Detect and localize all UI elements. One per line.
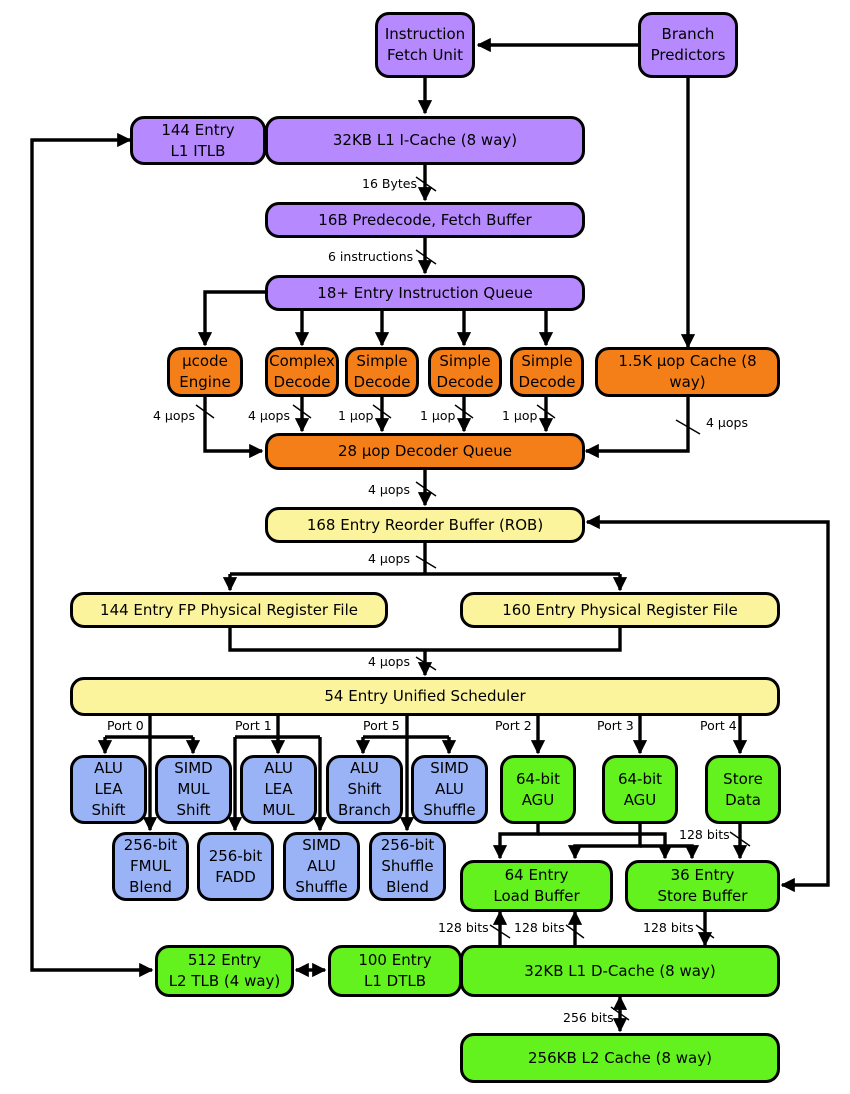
port1-fadd-unit: 256-bit FADD	[197, 832, 274, 901]
wire-uopcache-to-decq	[584, 397, 690, 459]
predecode-fetch-buffer: 16B Predecode, Fetch Buffer	[265, 202, 585, 238]
l1-dtlb: 100 Entry L1 DTLB	[328, 945, 462, 997]
l2-cache: 256KB L2 Cache (8 way)	[460, 1033, 780, 1083]
fp-register-file: 144 Entry FP Physical Register File	[70, 592, 388, 628]
int-register-file: 160 Entry Physical Register File	[460, 592, 780, 628]
bus-label-store-128: 128 bits	[643, 920, 694, 935]
port-0-label: Port 0	[107, 718, 144, 733]
wire-agu2-to-buffers	[567, 824, 642, 860]
bus-label-load-128-a: 128 bits	[438, 920, 489, 935]
wire-itlb-to-l2tlb	[30, 132, 154, 978]
ucode-engine: µcode Engine	[167, 347, 243, 397]
wire-agu1-to-buffers	[492, 824, 540, 860]
bus-label-rob-uops: 4 µops	[368, 551, 410, 566]
agu-port3: 64-bit AGU	[602, 755, 678, 824]
simple-decode-3: Simple Decode	[510, 347, 584, 397]
l1-icache: 32KB L1 I-Cache (8 way)	[265, 116, 585, 165]
store-buffer: 36 Entry Store Buffer	[625, 860, 780, 912]
port0-alu-unit: ALU LEA Shift	[70, 755, 147, 824]
unified-scheduler: 54 Entry Unified Scheduler	[70, 677, 780, 716]
complex-decode: Complex Decode	[265, 347, 339, 397]
port-4-label: Port 4	[700, 718, 737, 733]
port1-simd-unit: SIMD ALU Shuffle	[283, 832, 360, 901]
simple-decode-1: Simple Decode	[345, 347, 419, 397]
store-data-unit: Store Data	[705, 755, 781, 824]
port0-fmul-unit: 256-bit FMUL Blend	[112, 832, 189, 901]
decoder-queue: 28 µop Decoder Queue	[265, 433, 585, 470]
bus-label-16-bytes: 16 Bytes	[362, 176, 417, 191]
bus-label-simple1-uop: 1 µop	[338, 408, 374, 423]
port5-simd-unit: SIMD ALU Shuffle	[411, 755, 488, 824]
bus-label-uopcache-uops: 4 µops	[706, 415, 748, 430]
l2-tlb: 512 Entry L2 TLB (4 way)	[155, 945, 294, 997]
port-1-label: Port 1	[235, 718, 272, 733]
wire-rob-to-storebuffer	[585, 514, 830, 893]
load-buffer: 64 Entry Load Buffer	[460, 860, 613, 912]
bus-label-regfile-uops: 4 µops	[368, 654, 410, 669]
bus-label-simple3-uop: 1 µop	[502, 408, 538, 423]
bus-label-storedata-128: 128 bits	[679, 827, 730, 842]
bus-label-6-instructions: 6 instructions	[328, 249, 414, 264]
wire-regfiles-to-scheduler	[228, 628, 622, 652]
port-2-label: Port 2	[495, 718, 532, 733]
port0-simd-unit: SIMD MUL Shift	[155, 755, 232, 824]
reorder-buffer: 168 Entry Reorder Buffer (ROB)	[265, 507, 585, 543]
port1-alu-unit: ALU LEA MUL	[240, 755, 317, 824]
bus-width-markers	[195, 176, 751, 1021]
bus-label-simple2-uop: 1 µop	[420, 408, 456, 423]
agu-port2: 64-bit AGU	[500, 755, 576, 824]
branch-predictors: Branch Predictors	[638, 12, 738, 78]
l1-itlb: 144 Entry L1 ITLB	[130, 116, 266, 165]
wire-ucode-to-decq	[203, 397, 264, 459]
bus-label-ucode-uops: 4 µops	[153, 408, 195, 423]
l1-dcache: 32KB L1 D-Cache (8 way)	[460, 945, 780, 997]
bus-label-complex-uops: 4 µops	[248, 408, 290, 423]
bus-label-load-128-b: 128 bits	[514, 920, 565, 935]
port5-shuffle-unit: 256-bit Shuffle Blend	[369, 832, 446, 901]
wire-iq-to-ucode	[197, 290, 265, 347]
bus-label-l2-256: 256 bits	[563, 1010, 614, 1025]
port5-alu-unit: ALU Shift Branch	[326, 755, 403, 824]
port-3-label: Port 3	[597, 718, 634, 733]
instruction-fetch-unit: Instruction Fetch Unit	[375, 12, 475, 78]
simple-decode-2: Simple Decode	[428, 347, 502, 397]
uop-cache: 1.5K µop Cache (8 way)	[595, 347, 780, 397]
bus-label-decq-uops: 4 µops	[368, 482, 410, 497]
port-5-label: Port 5	[363, 718, 400, 733]
instruction-queue: 18+ Entry Instruction Queue	[265, 275, 585, 311]
